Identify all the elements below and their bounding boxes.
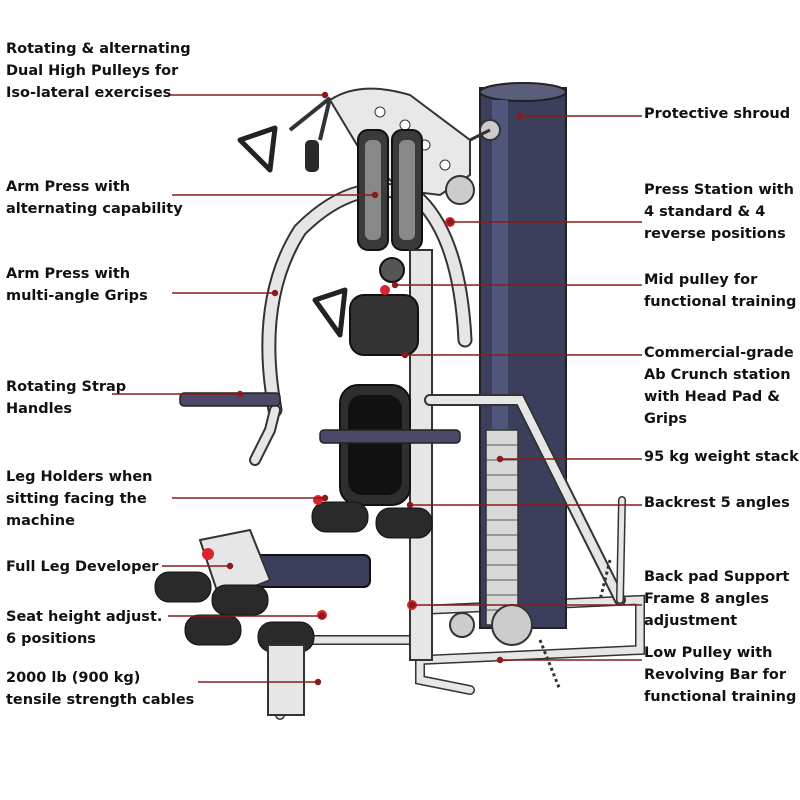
label-strap-handles: Rotating Strap Handles: [6, 379, 127, 417]
leader-lines: [112, 91, 642, 686]
leg-developer-roller-3: [184, 614, 242, 646]
label-low-pulley: Low Pulley with Revolving Bar for functi…: [644, 645, 797, 705]
label-ab-crunch: Commercial-grade Ab Crunch station with …: [644, 345, 794, 427]
leg-developer-roller-1: [154, 571, 212, 603]
label-high-pulleys: Rotating & alternating Dual High Pulleys…: [6, 41, 191, 101]
leg-holder-roller-left: [311, 501, 369, 533]
label-cables: 2000 lb (900 kg) tensile strength cables: [6, 670, 195, 708]
label-seat-height: Seat height adjust. 6 positions: [6, 609, 163, 647]
label-arm-press-alternating: Arm Press with alternating capability: [6, 179, 183, 217]
leg-holder-roller-right: [375, 507, 433, 539]
low-pulley-wheel: [491, 604, 533, 646]
label-press-station: Press Station with 4 standard & 4 revers…: [644, 182, 794, 242]
label-leg-holders: Leg Holders when sitting facing the mach…: [6, 469, 153, 529]
high-pulley-handles: [237, 96, 332, 173]
machine-illustration: [154, 82, 645, 720]
label-backrest: Backrest 5 angles: [644, 495, 790, 511]
label-back-pad: Back pad Support Frame 8 angles adjustme…: [644, 569, 790, 629]
label-arm-press-grips: Arm Press with multi-angle Grips: [6, 266, 148, 304]
label-shroud: Protective shroud: [644, 106, 791, 122]
label-mid-pulley: Mid pulley for functional training: [644, 272, 797, 310]
strap-handle-bar-left: [179, 392, 281, 407]
label-weight-stack: 95 kg weight stack: [644, 449, 799, 465]
weight-stack: [485, 429, 519, 626]
strap-handle-bar-right: [319, 429, 461, 444]
leg-developer-roller-2: [211, 584, 269, 616]
label-leg-developer: Full Leg Developer: [6, 559, 159, 575]
leg-developer-seat: [249, 554, 371, 588]
ab-crunch-head-pad: [349, 294, 419, 356]
